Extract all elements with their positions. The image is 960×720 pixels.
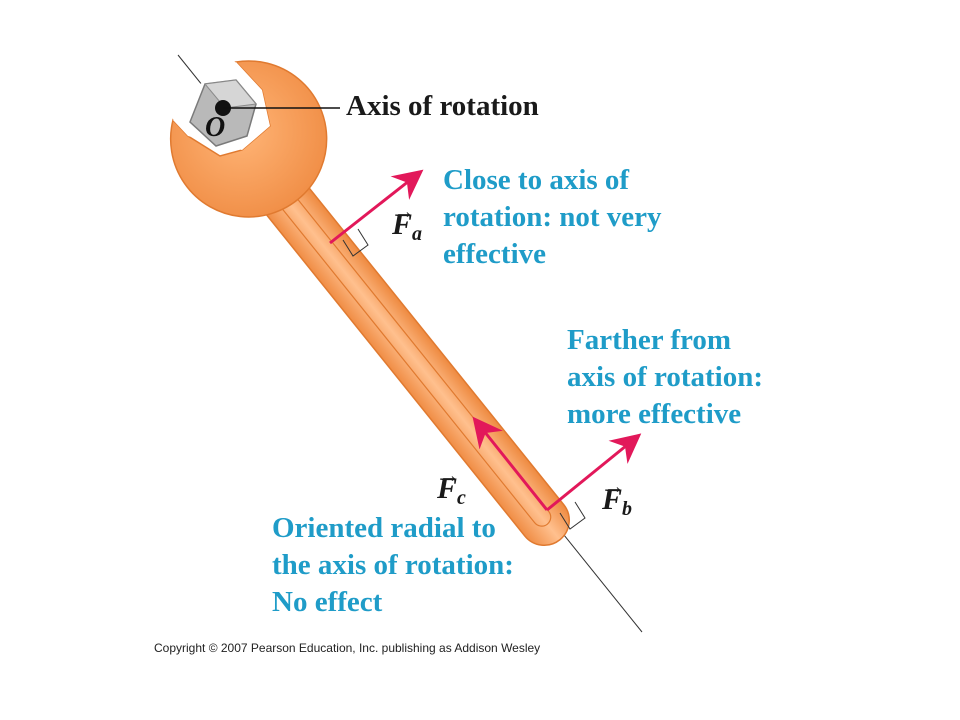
annotation-fb-line-3: more effective [567,398,742,430]
force-label-b: →Fb [602,476,633,520]
annotation-fc-line-1: Oriented radial to [272,512,496,544]
force-arrow-b [546,433,642,512]
origin-label: O [205,112,225,143]
force-subscript-c: c [457,487,466,509]
axis-of-rotation-label: Axis of rotation [346,90,539,122]
annotation-fa: Close to axis of rotation: not very effe… [443,162,662,273]
hex-nut-top [204,79,257,109]
annotation-fa-line-1: Close to axis of [443,164,630,196]
force-symbol-b: F [602,483,623,516]
vector-arrow-a: → [394,201,414,223]
wrench-head [169,60,328,218]
vector-arrow-c: → [439,465,459,487]
annotation-fb: Farther from axis of rotation: more effe… [567,322,763,433]
force-symbol-c: F [437,472,458,505]
annotation-fa-line-2: rotation: not very [443,201,662,233]
force-subscript-b: b [622,498,633,520]
vector-arrow-b: → [604,476,624,498]
right-angle-marker-b [559,501,586,530]
force-label-c: →Fc [437,465,466,509]
annotation-fb-line-1: Farther from [567,324,732,356]
force-arrow-a [329,169,424,245]
force-arrow-c [472,416,549,511]
annotation-fa-line-3: effective [443,238,547,270]
annotation-fc: Oriented radial to the axis of rotation:… [272,510,514,621]
force-label-a: →Fa [392,201,423,245]
right-angle-marker-a [342,228,369,257]
annotation-fb-line-2: axis of rotation: [567,361,764,393]
copyright-text: Copyright © 2007 Pearson Education, Inc.… [154,641,541,655]
force-symbol-a: F [392,208,413,241]
annotation-fc-line-3: No effect [272,586,383,618]
force-subscript-a: a [412,223,423,245]
annotation-fc-line-2: the axis of rotation: [272,549,514,581]
